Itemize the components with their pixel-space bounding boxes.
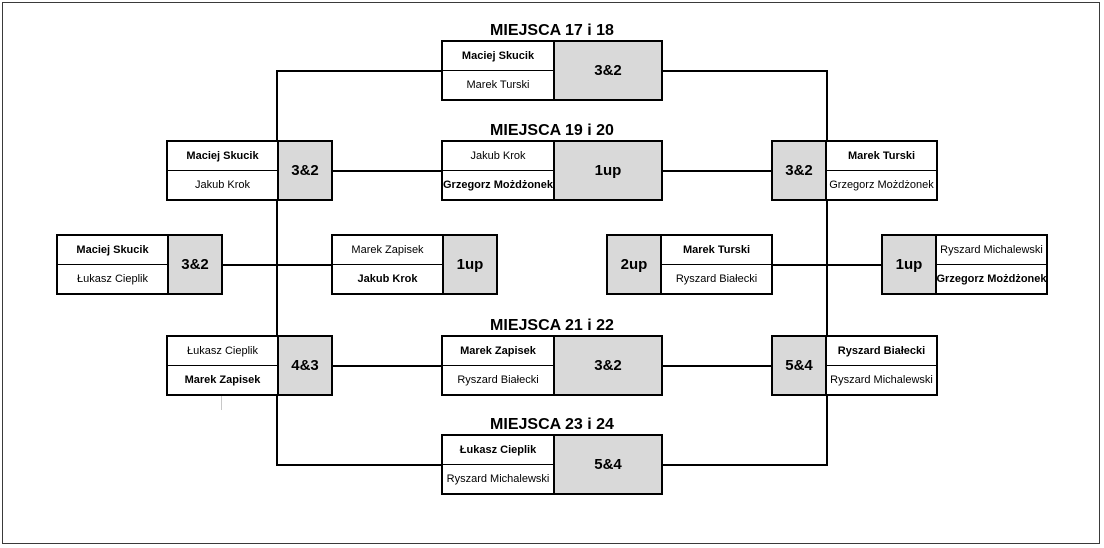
connector-row21-right <box>662 365 772 367</box>
match-places-17-18: Maciej Skucik Marek Turski 3&2 <box>441 40 663 101</box>
match-result: 5&4 <box>553 436 661 493</box>
match-result: 1up <box>442 236 496 293</box>
player-2: Jakub Krok <box>168 170 277 199</box>
match-result: 1up <box>883 236 935 293</box>
player-2: Ryszard Michalewski <box>443 464 553 493</box>
match-result: 2up <box>608 236 660 293</box>
player-2: Ryszard Białecki <box>662 264 771 293</box>
player-1: Jakub Krok <box>470 150 526 162</box>
match-result: 3&2 <box>167 236 221 293</box>
connector-row19-right <box>662 170 772 172</box>
title-places-17-18: MIEJSCA 17 i 18 <box>490 22 614 39</box>
connector-top-left <box>276 70 442 72</box>
match-left-inner: Marek Zapisek Jakub Krok 1up <box>331 234 498 295</box>
connector-row21-left <box>332 365 442 367</box>
player-1: Maciej Skucik <box>186 150 259 162</box>
match-right-upper: 3&2 Marek Turski Grzegorz Możdżonek <box>771 140 938 201</box>
match-left-upper: Maciej Skucik Jakub Krok 3&2 <box>166 140 333 201</box>
connector-bottom-left <box>276 464 442 466</box>
title-places-21-22: MIEJSCA 21 i 22 <box>490 317 614 334</box>
match-places-19-20: Jakub Krok Grzegorz Możdżonek 1up <box>441 140 663 201</box>
match-result: 3&2 <box>277 142 331 199</box>
player-2: Marek Zapisek <box>168 365 277 394</box>
match-places-21-22: Marek Zapisek Ryszard Białecki 3&2 <box>441 335 663 396</box>
player-1: Marek Turski <box>682 244 751 256</box>
match-result: 3&2 <box>553 42 661 99</box>
player-2: Łukasz Cieplik <box>58 264 167 293</box>
connector-mid-right <box>772 264 882 266</box>
player-2: Ryszard Białecki <box>443 365 553 394</box>
player-2: Marek Turski <box>443 70 553 99</box>
player-1: Marek Zapisek <box>351 244 424 256</box>
match-left-outer: Maciej Skucik Łukasz Cieplik 3&2 <box>56 234 223 295</box>
player-1: Maciej Skucik <box>76 244 149 256</box>
faint-tick-mark <box>221 396 222 410</box>
player-2: Grzegorz Możdżonek <box>443 170 553 199</box>
match-result: 5&4 <box>773 337 825 394</box>
connector-bottom-right <box>662 464 828 466</box>
player-2: Grzegorz Możdżonek <box>937 264 1047 293</box>
match-result: 4&3 <box>277 337 331 394</box>
player-2: Ryszard Michalewski <box>827 365 936 394</box>
player-1: Marek Zapisek <box>460 345 536 357</box>
player-2: Jakub Krok <box>333 264 442 293</box>
match-right-lower: 5&4 Ryszard Białecki Ryszard Michalewski <box>771 335 938 396</box>
connector-left-vertical <box>276 70 278 465</box>
title-places-23-24: MIEJSCA 23 i 24 <box>490 416 614 433</box>
player-1: Maciej Skucik <box>461 50 535 62</box>
match-left-lower: Łukasz Cieplik Marek Zapisek 4&3 <box>166 335 333 396</box>
player-1: Ryszard Białecki <box>837 345 926 357</box>
player-1: Łukasz Cieplik <box>187 345 258 357</box>
player-2: Grzegorz Możdżonek <box>827 170 936 199</box>
match-places-23-24: Łukasz Cieplik Ryszard Michalewski 5&4 <box>441 434 663 495</box>
connector-top-right <box>662 70 828 72</box>
match-result: 3&2 <box>553 337 661 394</box>
match-result: 1up <box>553 142 661 199</box>
connector-right-vertical <box>826 70 828 465</box>
match-right-inner: 2up Marek Turski Ryszard Białecki <box>606 234 773 295</box>
player-1: Ryszard Michalewski <box>940 244 1043 256</box>
player-1: Łukasz Cieplik <box>459 444 537 456</box>
connector-mid-left <box>222 264 332 266</box>
connector-row19-left <box>332 170 442 172</box>
title-places-19-20: MIEJSCA 19 i 20 <box>490 122 614 139</box>
player-1: Marek Turski <box>847 150 916 162</box>
match-right-outer: 1up Ryszard Michalewski Grzegorz Możdżon… <box>881 234 1048 295</box>
match-result: 3&2 <box>773 142 825 199</box>
